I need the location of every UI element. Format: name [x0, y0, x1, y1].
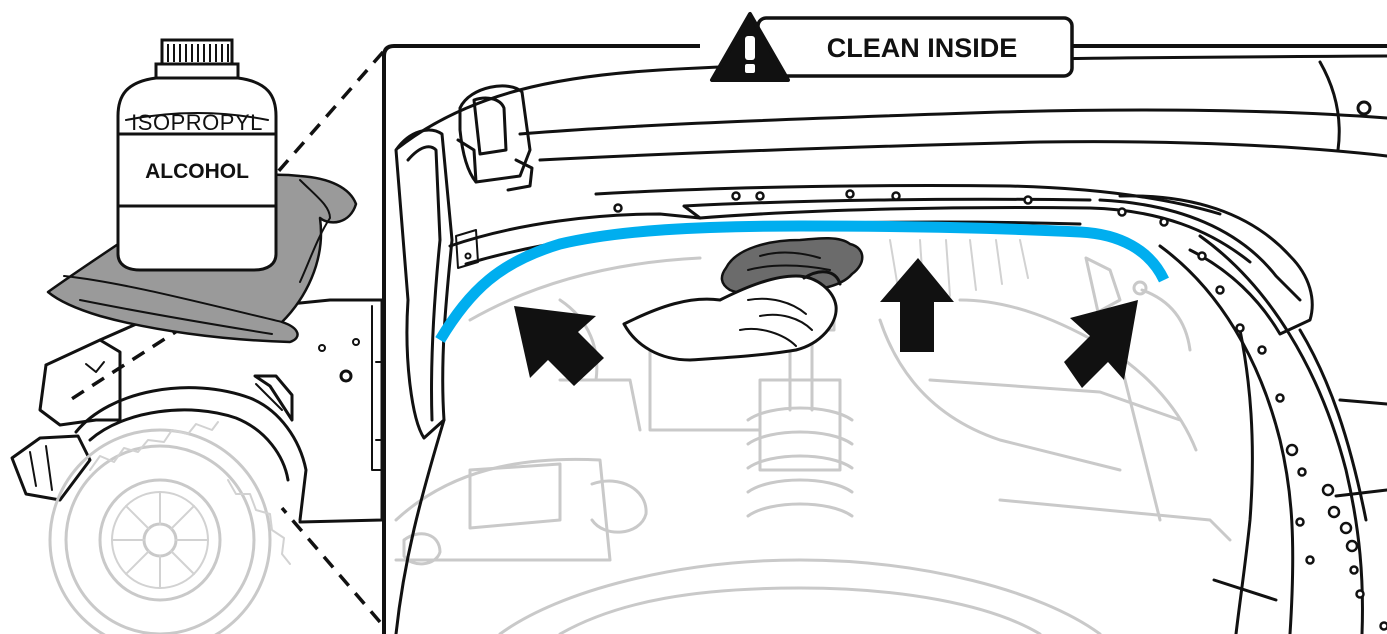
- fender-rivets: [613, 189, 1387, 631]
- hand-with-cloth: [622, 237, 864, 362]
- bottle-label-top: ISOPROPYL: [131, 110, 263, 135]
- cleaning-zone-highlight: [435, 220, 1169, 343]
- detail-frame-border: [382, 44, 1387, 634]
- warning-banner: CLEAN INSIDE: [710, 12, 1074, 82]
- isopropyl-alcohol-bottle: ISOPROPYL ALCOHOL: [116, 38, 278, 272]
- tire-illustration: [48, 421, 291, 634]
- arrow-left-icon: [514, 306, 604, 386]
- warning-triangle-icon: [710, 12, 790, 82]
- arrow-up-icon: [880, 258, 954, 352]
- wheel-well-detail-view: [384, 46, 1387, 634]
- direction-arrows: [514, 258, 1138, 388]
- vehicle-side-view: [10, 298, 384, 524]
- arrow-right-icon: [1064, 300, 1138, 388]
- warning-title: CLEAN INSIDE: [827, 33, 1018, 63]
- bottle-label-main: ALCOHOL: [145, 160, 249, 183]
